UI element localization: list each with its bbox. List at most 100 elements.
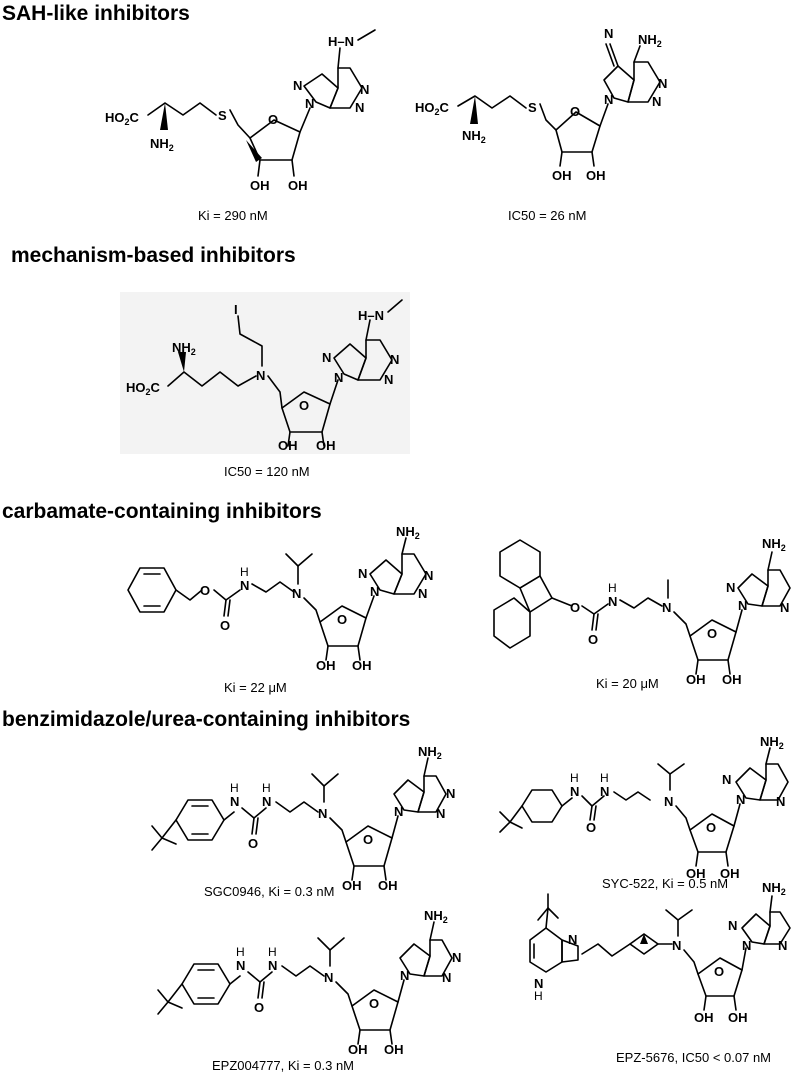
atom-label-o: O: [337, 612, 347, 627]
atom-label-n: N: [722, 772, 731, 787]
atom-label-n: N: [360, 82, 369, 97]
atom-label-s: S: [528, 100, 537, 115]
structure-sgc0946: N H O N H N OH OH O N N N NH2: [151, 744, 455, 893]
atom-label-o: O: [299, 398, 309, 413]
section-title-mechanism-based: mechanism-based inhibitors: [11, 244, 296, 267]
atom-label-o: O: [570, 104, 580, 119]
atom-label-n: N: [390, 352, 399, 367]
atom-label-nh2: NH2: [462, 128, 486, 145]
atom-label-nh2: NH2: [762, 536, 786, 553]
atom-label-o: O: [268, 112, 278, 127]
atom-label-n: N: [672, 938, 681, 953]
atom-label-oh: OH: [348, 1042, 368, 1057]
atom-label-o: O: [706, 820, 716, 835]
atom-label-n: N: [424, 568, 433, 583]
structure-syc-522: N H O N H N OH OH O N N N NH2: [499, 734, 789, 881]
atom-label-o: O: [586, 820, 596, 835]
atom-label-n: N: [736, 792, 745, 807]
atom-label-oh: OH: [250, 178, 270, 193]
compound-caption-epz004777: EPZ004777, Ki = 0.3 nM: [212, 1058, 355, 1073]
atom-label-h: H: [570, 771, 579, 785]
atom-label-oh: OH: [342, 878, 362, 893]
atom-label-o: O: [200, 583, 210, 598]
atom-label-n: N: [776, 794, 785, 809]
atom-label-h: H: [534, 989, 543, 1003]
atom-label-n: N: [442, 970, 451, 985]
structure-backdrop: [120, 292, 410, 454]
atom-label-o: O: [369, 996, 379, 1011]
atom-label-nh: N: [240, 578, 249, 593]
section-title-carbamate: carbamate-containing inhibitors: [2, 500, 322, 523]
compound-caption-syc-522: SYC-522, Ki = 0.5 nM: [602, 876, 729, 891]
atom-label-n: N: [400, 968, 409, 983]
atom-label-n: N: [568, 932, 577, 947]
atom-label-oh: OH: [278, 438, 298, 453]
atom-label-nh: N: [236, 958, 245, 973]
atom-label-o: O: [248, 836, 258, 851]
atom-label-ho2c: HO2C: [415, 100, 450, 117]
atom-label-oh: OH: [694, 1010, 714, 1025]
atom-label-cn: N: [604, 26, 613, 41]
atom-label-n: N: [384, 372, 393, 387]
atom-label-o: O: [707, 626, 717, 641]
atom-label-h: H: [240, 565, 249, 579]
compound-caption-mechanism: IC50 = 120 nM: [224, 464, 310, 479]
atom-label-nh2: NH2: [638, 32, 662, 49]
atom-label-n: N: [662, 600, 671, 615]
atom-label-oh: OH: [728, 1010, 748, 1025]
atom-label-nh2: NH2: [418, 744, 442, 761]
atom-label-oh: OH: [686, 866, 706, 881]
compound-caption-carbamate-1: Ki = 22 μM: [224, 680, 287, 695]
atom-label-nh2: NH2: [150, 136, 174, 153]
compound-caption-sah-2: IC50 = 26 nM: [508, 208, 587, 223]
atom-label-n: N: [446, 786, 455, 801]
atom-label-h: H: [268, 945, 277, 959]
atom-label-nh: N: [570, 784, 579, 799]
atom-label-o: O: [570, 600, 580, 615]
atom-label-oh: OH: [316, 658, 336, 673]
atom-label-o: O: [588, 632, 598, 647]
atom-label-n: N: [436, 806, 445, 821]
atom-label-n: N: [305, 96, 314, 111]
atom-label-oh: OH: [378, 878, 398, 893]
atom-label-n: N: [322, 350, 331, 365]
atom-label-nh2: NH2: [424, 908, 448, 925]
atom-label-n: N: [664, 794, 673, 809]
atom-label-oh: OH: [316, 438, 336, 453]
atom-label-h: H: [262, 781, 271, 795]
atom-label-n: N: [652, 94, 661, 109]
atom-label-o: O: [363, 832, 373, 847]
atom-label-h: H: [608, 581, 617, 595]
atom-label-nh2: NH2: [760, 734, 784, 751]
atom-label-nh2: NH2: [172, 340, 196, 357]
atom-label-n: N: [324, 970, 333, 985]
structure-carbamate-1: O O N H N OH OH O N N N N NH2: [127, 524, 433, 673]
atom-label-oh: OH: [720, 866, 740, 881]
atom-label-oh: OH: [384, 1042, 404, 1057]
atom-label-o: O: [254, 1000, 264, 1015]
atom-label-oh: OH: [288, 178, 308, 193]
compound-caption-sah-1: Ki = 290 nM: [198, 208, 268, 223]
atom-label-n: N: [780, 600, 789, 615]
structure-carbamate-2: O O N H N OH OH O N N N NH2: [493, 536, 791, 687]
atom-label-nh: N: [262, 794, 271, 809]
atom-label-nh: H–N: [328, 34, 354, 49]
compound-caption-sgc0946: SGC0946, Ki = 0.3 nM: [204, 884, 335, 899]
atom-label-n: N: [355, 100, 364, 115]
atom-label-n: N: [358, 566, 367, 581]
structure-mechanism-based: HO2C NH2 N I OH OH O N N N N H–N: [126, 299, 403, 453]
compound-caption-epz-5676: EPZ-5676, IC50 < 0.07 nM: [616, 1050, 772, 1065]
atom-label-n: N: [452, 950, 461, 965]
atom-label-n: N: [318, 806, 327, 821]
atom-label-nh2: NH2: [762, 880, 786, 897]
section-title-benzimidazole-urea: benzimidazole/urea-containing inhibitors: [2, 708, 411, 731]
atom-label-h: H: [230, 781, 239, 795]
atom-label-oh: OH: [352, 658, 372, 673]
atom-label-n: N: [726, 580, 735, 595]
atom-label-oh: OH: [552, 168, 572, 183]
atom-label-i: I: [234, 302, 238, 317]
atom-label-n: N: [292, 586, 301, 601]
atom-label-nh: N: [608, 594, 617, 609]
atom-label-n: N: [370, 584, 379, 599]
